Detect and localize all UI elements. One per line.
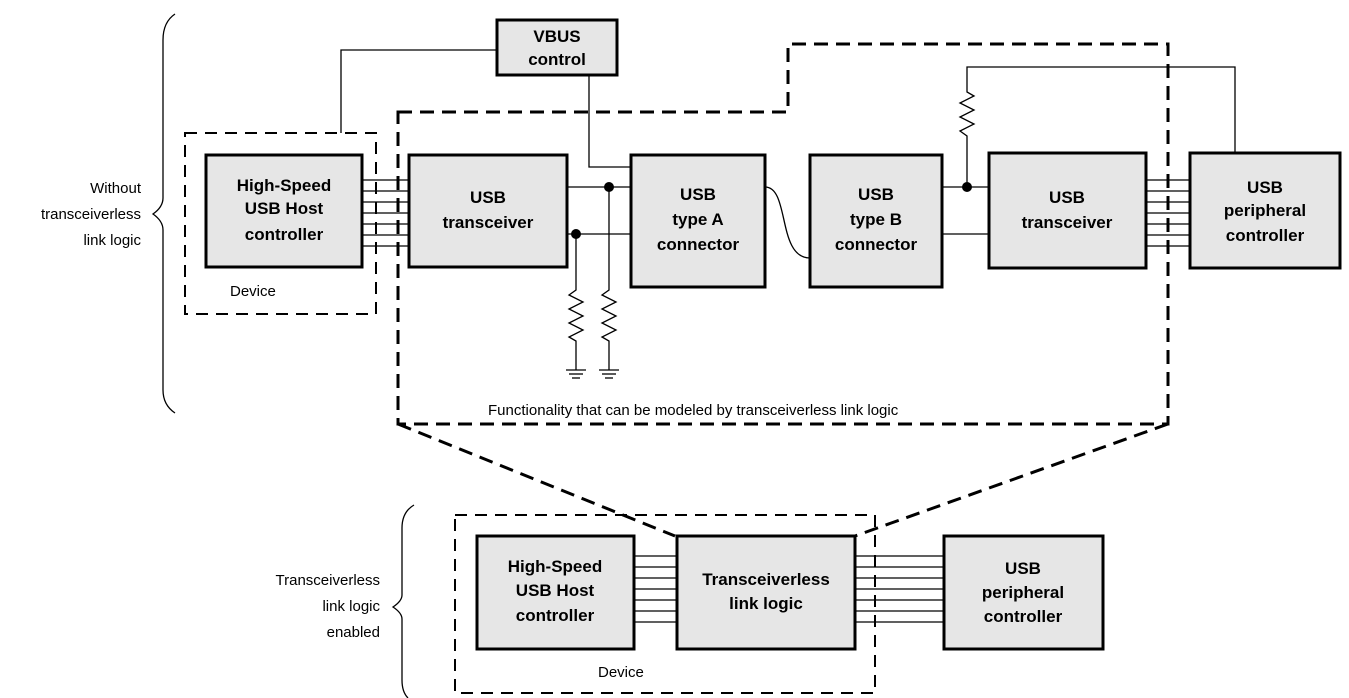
block-label: connector xyxy=(835,235,918,254)
pulldown-resistor xyxy=(567,234,585,370)
bottom-group-label-1: Transceiverless xyxy=(276,572,380,589)
bottom-host-controller-block: High-Speed USB Host controller xyxy=(475,534,636,651)
block-label: transceiver xyxy=(443,213,534,232)
top-brace xyxy=(151,13,176,414)
bottom-group-label-2: link logic xyxy=(322,598,380,615)
bottom-group-label-3: enabled xyxy=(327,624,380,641)
pulldown-resistor xyxy=(600,187,618,370)
top-group-label-1: Without xyxy=(90,180,142,197)
block-label: type A xyxy=(672,210,723,229)
bus-transceiver-peripheral xyxy=(1146,179,1190,247)
vbus-control-block: VBUS control xyxy=(495,18,619,77)
bottom-device-boundary xyxy=(454,514,876,694)
right-transceiver-block: USB transceiver xyxy=(987,151,1148,270)
block-label: controller xyxy=(245,225,324,244)
ground-icon xyxy=(599,369,619,379)
functionality-label: Functionality that can be modeled by tra… xyxy=(488,402,899,419)
type-b-connector-block: USB type B connector xyxy=(808,153,944,289)
usb-cable xyxy=(764,186,811,259)
bottom-brace xyxy=(391,504,415,698)
bottom-device-label: Device xyxy=(598,664,644,681)
block-label: USB xyxy=(680,185,716,204)
block-label: High-Speed xyxy=(237,176,331,195)
ground-icon xyxy=(566,369,586,379)
top-device-label: Device xyxy=(230,283,276,300)
top-group-label-2: transceiverless xyxy=(41,206,141,223)
block-label: link logic xyxy=(729,594,803,613)
pullup-resistor xyxy=(958,66,1236,187)
top-host-controller-block: High-Speed USB Host controller xyxy=(204,153,364,269)
bus-host-tll xyxy=(634,555,677,623)
type-a-connector-block: USB type A connector xyxy=(629,153,767,289)
block-label: control xyxy=(528,50,586,69)
block-label: USB xyxy=(1005,559,1041,578)
block-label: Transceiverless xyxy=(702,570,830,589)
block-label: connector xyxy=(657,235,740,254)
top-peripheral-controller-block: USB peripheral controller xyxy=(1188,151,1342,270)
block-label: USB Host xyxy=(245,199,324,218)
block-label: USB Host xyxy=(516,581,595,600)
block-label: controller xyxy=(516,606,595,625)
bottom-peripheral-controller-block: USB peripheral controller xyxy=(942,534,1105,651)
block-label: controller xyxy=(1226,226,1305,245)
block-label: type B xyxy=(850,210,902,229)
vbus-wire-to-connector xyxy=(588,75,631,168)
zoom-line-right xyxy=(854,422,1169,538)
zoom-line-left xyxy=(397,422,676,538)
block-label: USB xyxy=(1247,178,1283,197)
block-label: VBUS xyxy=(533,27,580,46)
left-transceiver-block: USB transceiver xyxy=(407,153,569,269)
bus-tll-peripheral xyxy=(855,555,944,623)
block-label: High-Speed xyxy=(508,557,602,576)
block-label: transceiver xyxy=(1022,213,1113,232)
block-label: USB xyxy=(858,185,894,204)
vbus-wire-to-host xyxy=(340,49,497,133)
block-label: peripheral xyxy=(1224,201,1306,220)
block-label: controller xyxy=(984,607,1063,626)
block-label: peripheral xyxy=(982,583,1064,602)
block-label: USB xyxy=(1049,188,1085,207)
bus-host-transceiver xyxy=(362,179,409,247)
block-label: USB xyxy=(470,188,506,207)
transceiverless-link-logic-block: Transceiverless link logic xyxy=(675,534,857,651)
top-group-label-3: link logic xyxy=(83,232,141,249)
